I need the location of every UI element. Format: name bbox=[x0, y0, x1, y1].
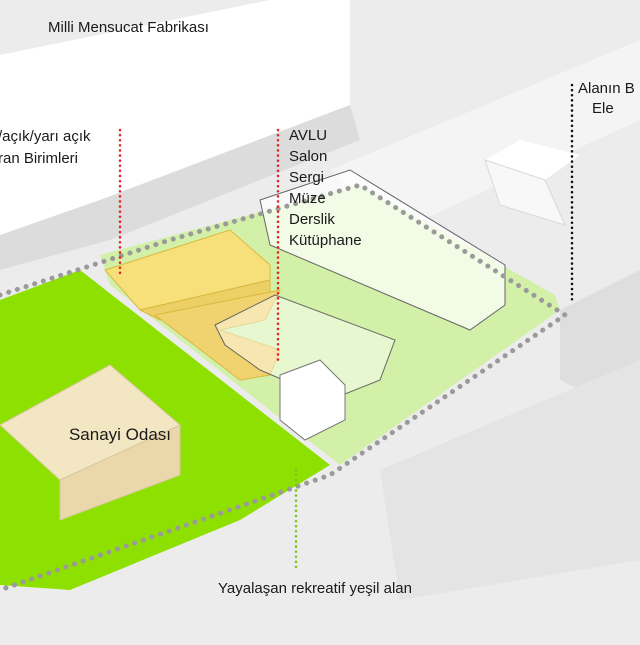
program-list: AVLU Salon Sergi Müze Derslik Kütüphane bbox=[289, 125, 362, 251]
house-walls bbox=[484, 159, 566, 226]
house-roof bbox=[485, 140, 580, 180]
program-item: Salon bbox=[289, 148, 328, 165]
program-item: Sergi bbox=[289, 169, 325, 186]
factory-building-face bbox=[0, 105, 360, 270]
label-right-line1: Alanın B bbox=[578, 80, 635, 97]
program-item: Kütüphane bbox=[289, 232, 362, 249]
program-item: Derslik bbox=[289, 211, 335, 228]
label-green-area: Yayalaşan rekreatif yeşil alan bbox=[218, 580, 412, 597]
factory-building-roof bbox=[0, 0, 350, 235]
tower-volume bbox=[279, 359, 346, 441]
label-sanayi-odasi: Sanayi Odası bbox=[68, 425, 172, 444]
courtyard-wall bbox=[214, 294, 396, 401]
yellow-deck bbox=[153, 289, 281, 381]
yellow-volume-top bbox=[104, 229, 271, 311]
long-building bbox=[259, 169, 506, 331]
label-left-line2: ran Birimleri bbox=[0, 150, 79, 167]
sanayi-volume-front bbox=[59, 424, 181, 521]
road-strip bbox=[330, 40, 640, 230]
program-item: Müze bbox=[289, 190, 326, 207]
lower-right-building bbox=[380, 360, 640, 600]
label-right-line2: Ele bbox=[592, 100, 614, 117]
program-item: AVLU bbox=[289, 127, 328, 144]
label-left-line1: /açık/yarı açık bbox=[0, 128, 91, 145]
label-factory: Milli Mensucat Fabrikası bbox=[48, 19, 209, 36]
